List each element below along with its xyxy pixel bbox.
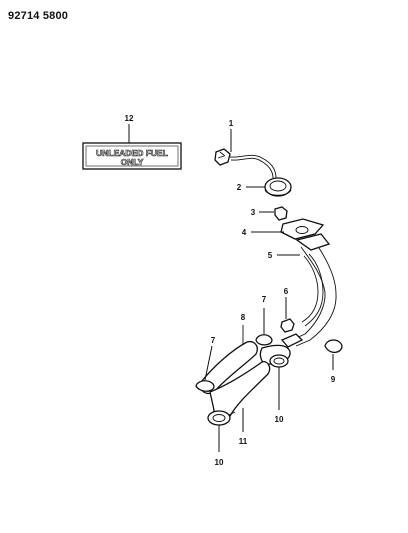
callout-7-upper: 7 [262,295,267,304]
collar-lip [264,189,292,196]
clamp-bottom-inner [212,414,226,422]
vent-pipe-b [304,253,324,327]
unleaded-fuel-label: UNLEADED FUEL ONLY [82,124,182,170]
clamp-right [269,354,289,410]
document-number: 92714 5800 [8,10,69,22]
callout-3: 3 [251,208,256,217]
tube-outline-c [291,291,326,341]
bolt-head [280,318,295,333]
tube-flange [295,233,331,251]
clamp-upper [255,308,273,346]
collar-inner [269,180,287,192]
callout-10-right: 10 [275,415,284,424]
leader-line-7b [204,345,213,381]
cap-tether [229,154,277,179]
callout-4: 4 [242,228,247,237]
clamp-upper-body [255,334,273,346]
cap-detail [217,151,226,159]
fuel-cap [214,129,277,179]
callout-8: 8 [241,313,246,322]
tube-outline-a [300,246,326,293]
callout-1: 1 [229,119,234,128]
label-plate-inner [85,145,179,167]
clamp-bottom-body [207,410,231,426]
label-plate-outline [82,142,182,170]
hose-upper-segment [199,340,258,395]
bolt [280,297,295,333]
cap-body [214,148,231,166]
callout-5: 5 [268,251,273,260]
callout-10-bottom: 10 [215,458,224,467]
clamp-lower-left [195,345,215,392]
clamp-right-body [269,354,289,368]
gasket-hole [295,226,309,234]
tube-outline-d [295,293,337,347]
callout-11: 11 [239,437,248,446]
callout-6: 6 [284,287,289,296]
label-line-1: UNLEADED FUEL [96,148,168,158]
callout-12: 12 [125,114,134,123]
tube-bracket [280,333,304,348]
vent-pipe-a [301,255,319,323]
vent-cap-body [324,339,343,354]
filler-collar [246,177,292,197]
callout-9: 9 [331,375,336,384]
tube-outline-b [318,247,337,295]
callout-2: 2 [237,183,242,192]
gasket [251,218,325,240]
clamp-bottom-tab [228,411,236,416]
callout-7-lower: 7 [211,336,216,345]
grommet-body [274,206,288,221]
clamp-right-inner [273,357,285,365]
grommet [259,206,288,221]
vent-cap [324,339,343,370]
clamp-bottom [207,410,236,452]
cap-tether-inner [230,157,274,179]
label-line-2: ONLY [121,157,144,167]
clamp-lower-left-body [195,380,215,392]
filler-tube [277,233,337,348]
